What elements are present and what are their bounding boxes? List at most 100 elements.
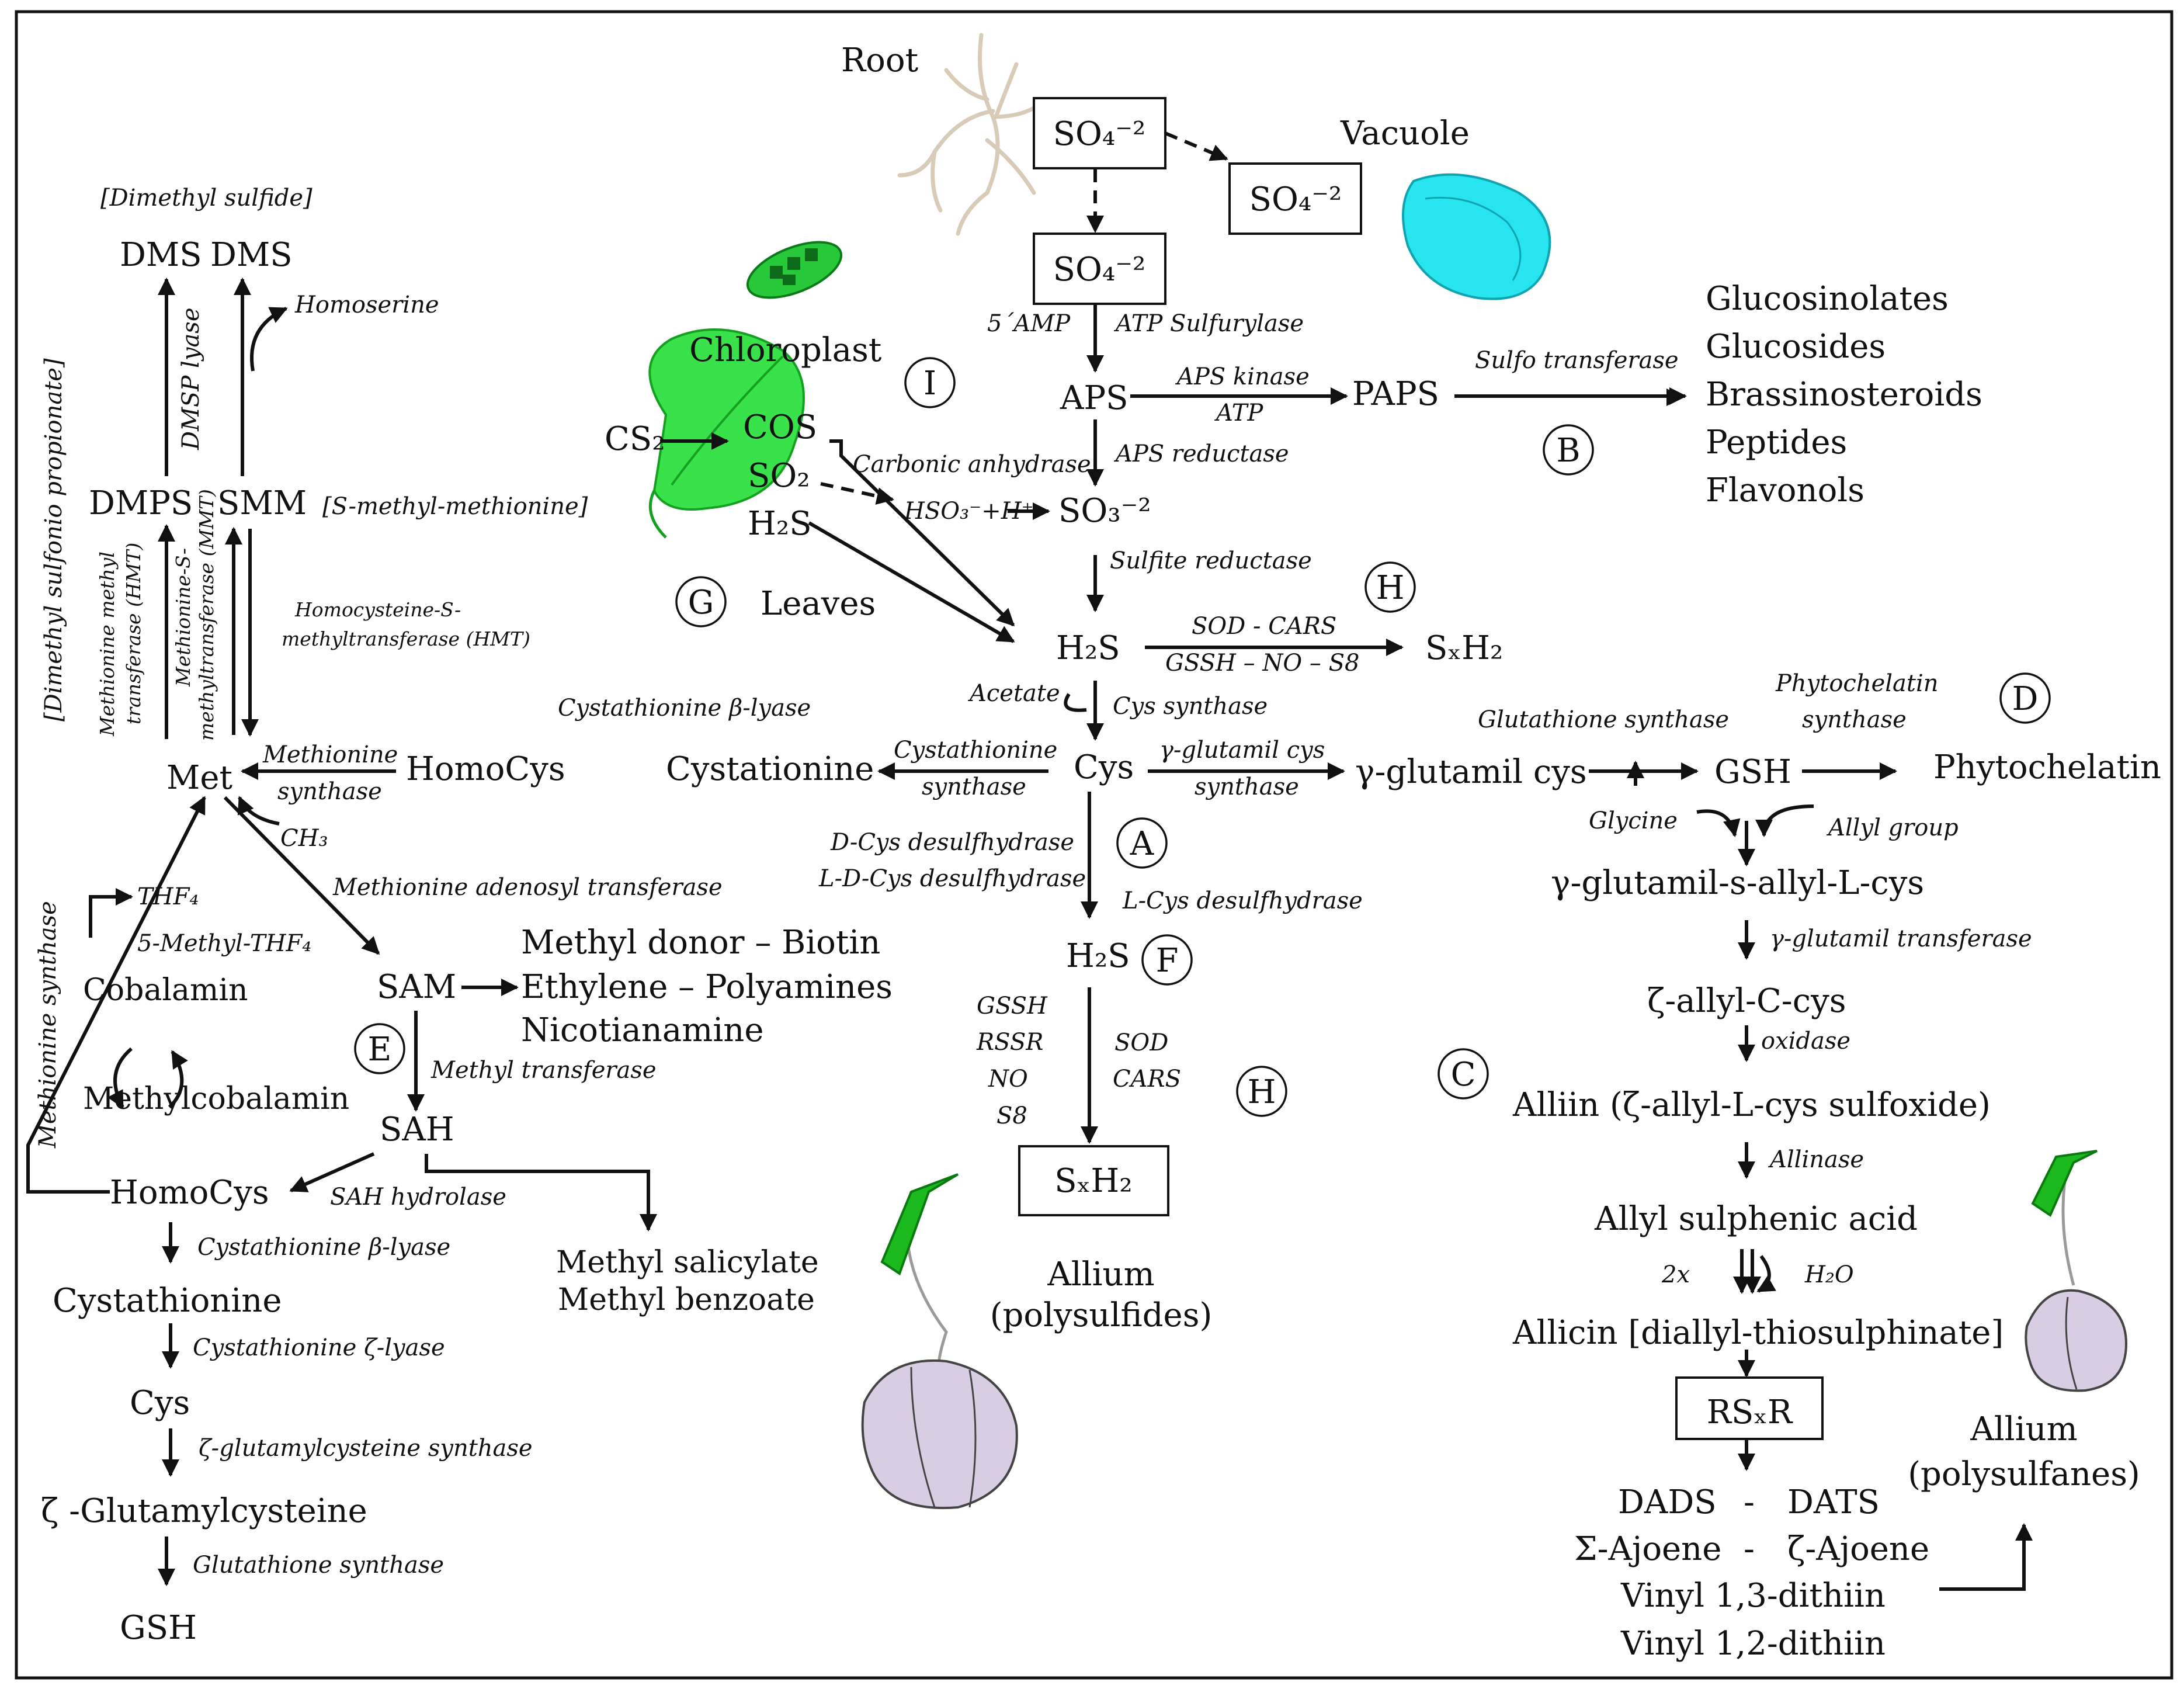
label-vacuole: Vacuole [1340,115,1470,152]
label-cars: CARS [1113,1066,1181,1093]
methyl-salicylate: Methyl salicylate [556,1245,819,1280]
product-1: Glucosides [1706,328,1886,366]
label-methionine-synthase-vertical: Methionine synthase [34,901,61,1149]
cos: COS [743,408,817,446]
circle-I: I [923,365,936,403]
label-methionine-adenosyl-transferase: Methionine adenosyl transferase [332,874,723,901]
label-phytochelatin-synthase-2: synthase [1802,706,1907,733]
label-gglu-cys-synthase-2: synthase [1195,774,1299,800]
dmps: DMPS [89,484,193,522]
cys-left: Cys [130,1384,190,1422]
sam-product-1: Methyl donor – Biotin [521,924,880,962]
cs2: CS₂ [605,420,665,458]
circle-A: A [1130,825,1154,863]
label-d-cys-desulfhydrase: D-Cys desulfhydrase [830,829,1074,856]
gsh: GSH [1714,753,1791,791]
circle-C: C [1451,1056,1476,1094]
label-chloroplast: Chloroplast [689,331,882,369]
so3: SO₃⁻² [1058,492,1151,530]
aps: APS [1060,379,1128,417]
circle-F: F [1156,942,1179,980]
allyl-sulphenic-acid: Allyl sulphenic acid [1594,1200,1918,1238]
phytochelatin: Phytochelatin [1933,748,2161,786]
vinyl-12-dithiin: Vinyl 1,2-dithiin [1620,1625,1886,1663]
products-list: Glucosinolates Glucosides Brassinosteroi… [1706,280,1982,509]
label-s-methyl-methionine: [S-methyl-methionine] [322,493,588,520]
allium-polysulfanes-sub: (polysulfanes) [1908,1455,2140,1493]
sigma-ajoene: Σ-Ajoene [1574,1530,1721,1568]
label-glycine: Glycine [1589,807,1678,834]
dash-2: - [1744,1530,1755,1568]
h2s-low: H₂S [1066,937,1130,975]
label-5-methyl-thf4: 5-Methyl-THF₄ [137,930,311,957]
label-no: NO [988,1066,1028,1093]
label-sulfo-transferase: Sulfo transferase [1475,347,1679,374]
label-cystathionine-b-lyase: Cystathionine β-lyase [558,695,811,722]
paps: PAPS [1352,375,1439,413]
label-leaves: Leaves [761,585,876,623]
label-glutathione-synthase: Glutathione synthase [1478,706,1729,733]
cobalamin: Cobalamin [83,973,248,1008]
vacuole-illustration [1402,173,1551,300]
label-gamma-glutamil-transferase: γ-glutamil transferase [1770,925,2032,952]
label-phytochelatin-synthase-1: Phytochelatin [1775,670,1939,697]
h2s: H₂S [1056,629,1120,667]
label-z-glutamylcysteine-synthase: ζ-glutamylcysteine synthase [199,1435,533,1462]
label-cystathionine-synthase-2: synthase [922,774,1026,800]
circle-E: E [368,1031,392,1069]
so2: SO₂ [748,457,810,495]
label-homocysteine-hmt-1: Homocysteine-S- [294,598,461,621]
label-methionine-synthase-2: synthase [277,778,382,805]
label-cystathionine-synthase-1: Cystathionine [894,737,1057,764]
outer-frame [15,10,2173,1680]
label-sah-hydrolase: SAH hydrolase [330,1184,506,1211]
label-h2o: H₂O [1804,1261,1854,1288]
label-sod-cars: SOD - CARS [1192,613,1336,640]
allium-polysulfides: Allium [1047,1256,1154,1293]
allium-polysulfanes: Allium [1970,1410,2077,1448]
garlic-bulb-illustration-center [861,1173,1018,1510]
z-glutamylcysteine: ζ -Glutamylcysteine [41,1492,367,1530]
homocys-low: HomoCys [110,1174,269,1212]
label-thf4: THF₄ [137,883,199,910]
label-methionine-synthase-1: Methionine [262,741,398,768]
root-illustration [897,33,1048,236]
label-atp: ATP [1214,400,1263,426]
cystathionine: Cystathionine [53,1282,282,1320]
label-oxidase: oxidase [1761,1028,1850,1055]
gsh-left: GSH [120,1609,197,1647]
label-l-d-cys-desulfhydrase: L-D-Cys desulfhydrase [818,865,1086,892]
gamma-glutamil-s-allyl-l-cys: γ-glutamil-s-allyl-L-cys [1551,864,1924,902]
vinyl-13-dithiin: Vinyl 1,3-dithiin [1620,1577,1886,1615]
rsxr-box [1675,1376,1824,1440]
sxh2-top: SₓH₂ [1425,629,1503,667]
allicin: Allicin [diallyl-thiosulphinate] [1512,1314,2004,1352]
label-dmsp-lyase: DMSP lyase [178,308,204,451]
hso3: HSO₃⁻+H⁺ [904,498,1034,525]
label-methyl-transferase: Methyl transferase [430,1057,657,1084]
label-s8: S8 [996,1102,1027,1129]
circle-G: G [688,584,714,622]
met: Met [166,759,232,797]
so4-root: SO₄⁻² [1053,115,1146,153]
label-aps-kinase: APS kinase [1175,363,1310,390]
methylcobalamin: Methylcobalamin [83,1081,349,1116]
label-homocysteine-hmt-2: methyltransferase (HMT) [282,627,530,650]
label-gssh-no-s8: GSSH – NO – S8 [1165,650,1359,677]
label-dimethyl-sulfonio-propionate: [Dimethyl sulfonio propionate] [40,358,67,722]
product-4: Flavonols [1706,471,1864,509]
label-hmt-a-1: Methionine methyl [96,552,119,737]
garlic-bulb-illustration-right [2025,1150,2128,1392]
product-0: Glucosinolates [1706,280,1949,318]
label-atp-sulfurylase: ATP Sulfurylase [1113,310,1304,337]
dms-2: DMS [210,236,293,274]
circle-B: B [1556,432,1580,470]
label-2x: 2x [1661,1261,1690,1288]
circle-labels: I B G H D A F H C E [354,357,2051,1117]
circle-D: D [2012,680,2039,718]
so4-mid-box [1033,233,1166,305]
label-sulfite-reductase: Sulfite reductase [1110,547,1312,574]
label-sod: SOD [1114,1029,1168,1056]
label-allyl-group: Allyl group [1826,814,1959,841]
